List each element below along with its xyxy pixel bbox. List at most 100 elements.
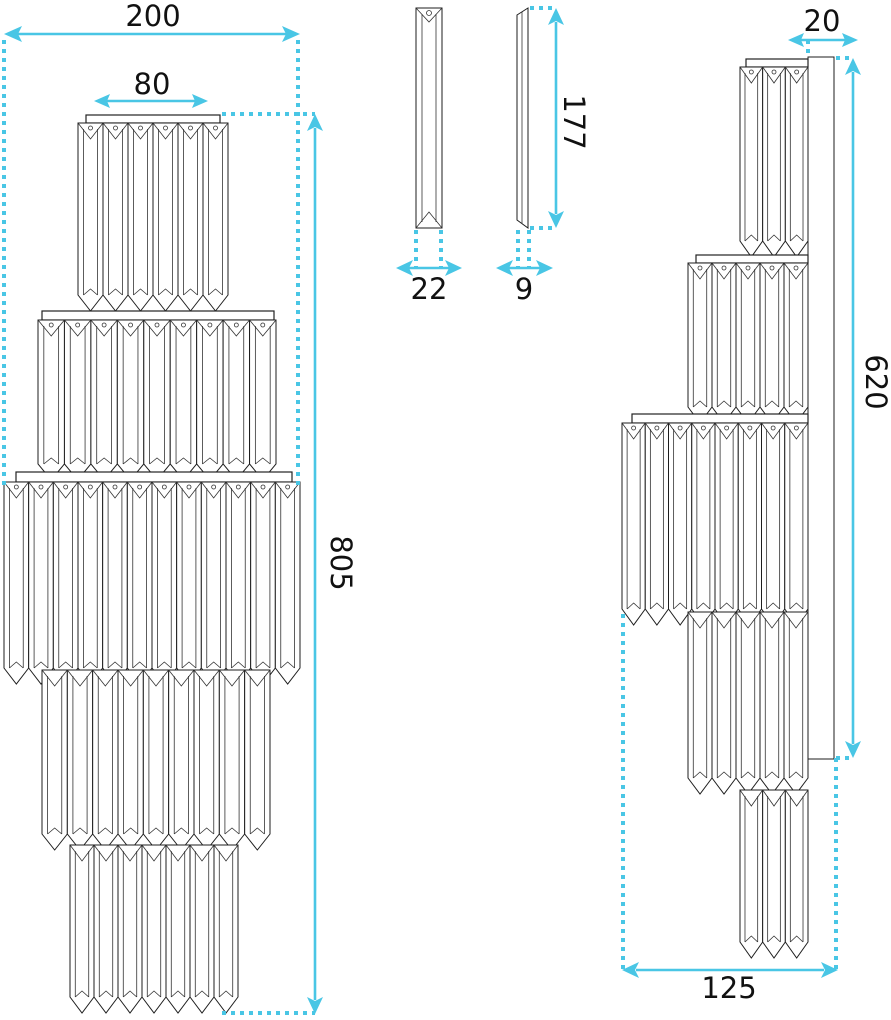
side-backplate <box>807 56 835 760</box>
crystal-prism <box>177 122 204 312</box>
crystal-prism <box>644 422 669 626</box>
crystal-prism <box>274 481 301 685</box>
front-tier-bottom <box>69 844 239 1014</box>
crystal-prism <box>77 481 104 685</box>
prism-width-dimension: 22 <box>396 230 462 306</box>
prism-depth-label: 9 <box>515 272 533 306</box>
crystal-prism <box>711 611 737 795</box>
prism-length-label: 177 <box>557 94 591 149</box>
crystal-prism <box>250 481 276 685</box>
crystal-prism <box>691 422 716 626</box>
front-width-label: 200 <box>125 0 180 33</box>
crystal-prism <box>784 66 809 258</box>
crystal-prism <box>3 481 30 685</box>
crystal-prism <box>714 422 739 626</box>
front-tier-large <box>3 471 301 685</box>
crystal-prism <box>169 319 198 481</box>
crystal-prism <box>687 262 713 424</box>
side-tier-bottom <box>739 789 809 959</box>
side-backplate-depth-dimension: 20 <box>788 4 858 57</box>
crystal-prism <box>168 669 195 851</box>
crystal-prism <box>196 319 224 481</box>
prism-front-view <box>415 7 443 229</box>
front-tier-lower <box>41 669 271 851</box>
crystal-prism <box>737 422 762 626</box>
crystal-prism <box>93 844 119 1014</box>
crystal-prism <box>28 481 54 685</box>
crystal-prism <box>117 669 144 851</box>
crystal-prism <box>762 789 786 959</box>
crystal-prism <box>90 319 118 481</box>
crystal-prism <box>92 669 119 851</box>
crystal-prism <box>189 844 215 1014</box>
crystal-prism <box>151 481 178 685</box>
crystal-prism <box>711 262 737 424</box>
side-backplate-height-label: 620 <box>859 354 891 409</box>
crystal-prism <box>102 481 128 685</box>
crystal-prism <box>165 844 191 1014</box>
crystal-prism <box>735 262 761 424</box>
crystal-prism <box>77 122 104 312</box>
crystal-prism <box>116 319 145 481</box>
crystal-prism <box>783 611 809 795</box>
prism-length-dimension: 177 <box>530 6 591 230</box>
crystal-prism <box>152 122 179 312</box>
side-tier-lower <box>687 611 809 795</box>
crystal-prism <box>687 611 713 795</box>
crystal-prism <box>52 481 79 685</box>
crystal-prism <box>668 422 693 626</box>
crystal-prism <box>739 789 764 959</box>
crystal-prism <box>66 669 94 851</box>
crystal-prism <box>126 481 153 685</box>
front-height-dimension: 805 <box>222 112 358 1015</box>
crystal-prism <box>193 669 220 851</box>
crystal-prism <box>213 844 239 1014</box>
side-depth-label: 125 <box>701 971 756 1005</box>
crystal-prism <box>141 844 167 1014</box>
crystal-prism <box>142 669 170 851</box>
front-height-label: 805 <box>324 535 358 590</box>
crystal-prism <box>762 66 786 258</box>
crystal-prism <box>41 669 68 851</box>
crystal-prism <box>222 319 251 481</box>
crystal-prism <box>37 319 65 481</box>
crystal-prism <box>176 481 202 685</box>
crystal-prism <box>249 319 277 481</box>
side-view <box>621 56 835 959</box>
crystal-prism <box>218 669 246 851</box>
prism-width-label: 22 <box>411 272 448 306</box>
crystal-prism <box>739 66 764 258</box>
crystal-prism <box>202 122 229 312</box>
crystal-prism <box>735 611 761 795</box>
crystal-prism <box>784 422 809 626</box>
front-tier-top <box>77 114 229 312</box>
crystal-prism <box>759 262 785 424</box>
crystal-prism <box>200 481 227 685</box>
crystal-prism <box>244 669 271 851</box>
crystal-prism <box>783 262 809 424</box>
crystal-prism <box>759 611 785 795</box>
prism-depth-dimension: 9 <box>496 230 553 306</box>
crystal-prism <box>761 422 786 626</box>
side-backplate-depth-label: 20 <box>804 4 841 38</box>
crystal-prism <box>63 319 92 481</box>
front-top-width-label: 80 <box>134 67 171 101</box>
crystal-prism <box>621 422 646 626</box>
side-tier-middle <box>687 254 809 424</box>
side-depth-dimension: 125 <box>621 614 838 1005</box>
prism-side-view <box>516 7 529 229</box>
front-top-width-dimension: 80 <box>94 67 208 108</box>
front-tier-middle <box>37 310 277 481</box>
crystal-prism <box>225 481 252 685</box>
side-backplate-height-dimension: 620 <box>836 56 891 760</box>
front-view <box>3 114 301 1014</box>
crystal-prism <box>784 789 809 959</box>
side-tier-large <box>621 413 809 626</box>
crystal-prism <box>143 319 171 481</box>
side-tier-top <box>739 58 809 258</box>
crystal-prism <box>117 844 143 1014</box>
crystal-prism <box>69 844 95 1014</box>
crystal-prism <box>102 122 129 312</box>
crystal-prism <box>127 122 154 312</box>
